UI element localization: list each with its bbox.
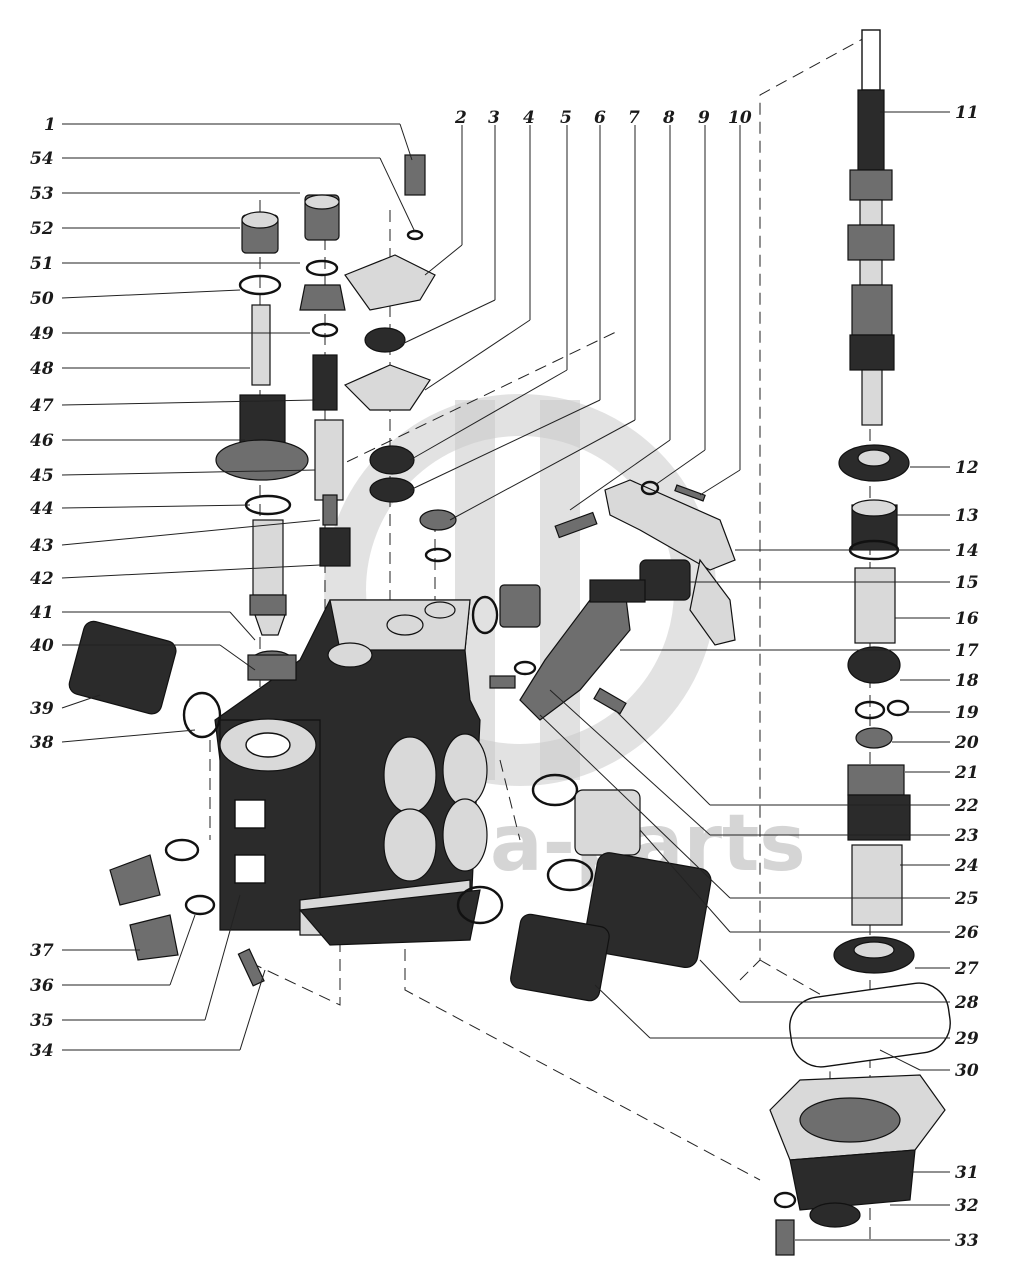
callout-20: 20 (954, 733, 979, 753)
callout-19: 19 (955, 703, 979, 723)
callout-4: 4 (523, 108, 535, 128)
center-left-stack (299, 194, 351, 567)
center-right-fittings (456, 584, 712, 1002)
callout-41: 41 (30, 603, 54, 623)
callout-49: 49 (30, 324, 54, 344)
callout-38: 38 (30, 733, 54, 753)
callout-53: 53 (30, 184, 54, 204)
lever-linkage (489, 479, 736, 721)
bottom-cover (769, 1074, 946, 1256)
callout-40: 40 (30, 636, 54, 656)
callout-29: 29 (954, 1029, 979, 1049)
callout-44: 44 (30, 499, 54, 519)
callout-22: 22 (954, 796, 979, 816)
leader-lines (61, 111, 950, 1241)
callout-30: 30 (955, 1061, 979, 1081)
callout-52: 52 (30, 219, 54, 239)
callout-54: 54 (30, 149, 54, 169)
callout-47: 47 (30, 396, 54, 416)
callout-36: 36 (30, 976, 54, 996)
callout-28: 28 (954, 993, 979, 1013)
callout-6: 6 (594, 108, 606, 128)
callout-26: 26 (954, 923, 979, 943)
callout-18: 18 (955, 671, 979, 691)
callout-43: 43 (30, 536, 54, 556)
callout-31: 31 (955, 1163, 979, 1183)
callout-12: 12 (955, 458, 979, 478)
callout-37: 37 (30, 941, 54, 961)
callout-13: 13 (955, 506, 979, 526)
callout-3: 3 (488, 108, 500, 128)
callout-50: 50 (30, 289, 54, 309)
spool-stack (789, 29, 951, 1068)
callout-39: 39 (30, 699, 54, 719)
valve-body (214, 599, 488, 946)
callout-24: 24 (954, 856, 979, 876)
callout-9: 9 (698, 108, 710, 128)
callout-34: 34 (30, 1041, 54, 1061)
center-stack (343, 154, 457, 563)
callout-46: 46 (30, 431, 54, 451)
callout-23: 23 (954, 826, 979, 846)
callout-1: 1 (44, 115, 56, 135)
callout-2: 2 (454, 108, 467, 128)
callout-numbers: 1 2 3 4 5 6 7 8 9 10 11 12 13 14 15 16 1… (30, 103, 979, 1251)
callout-48: 48 (30, 359, 54, 379)
callout-33: 33 (955, 1231, 979, 1251)
callout-17: 17 (955, 641, 979, 661)
callout-7: 7 (628, 108, 640, 128)
callout-10: 10 (728, 108, 752, 128)
callout-32: 32 (955, 1196, 979, 1216)
callout-15: 15 (955, 573, 979, 593)
callout-42: 42 (30, 569, 54, 589)
callout-35: 35 (30, 1011, 54, 1031)
callout-16: 16 (955, 609, 979, 629)
callout-5: 5 (560, 108, 572, 128)
relief-valve-stack (215, 211, 309, 681)
callout-11: 11 (955, 103, 979, 123)
callout-51: 51 (30, 254, 54, 274)
callout-27: 27 (954, 959, 979, 979)
callout-45: 45 (30, 466, 54, 486)
callout-14: 14 (955, 541, 979, 561)
callout-8: 8 (662, 108, 675, 128)
callout-25: 25 (954, 889, 979, 909)
callout-21: 21 (954, 763, 979, 783)
